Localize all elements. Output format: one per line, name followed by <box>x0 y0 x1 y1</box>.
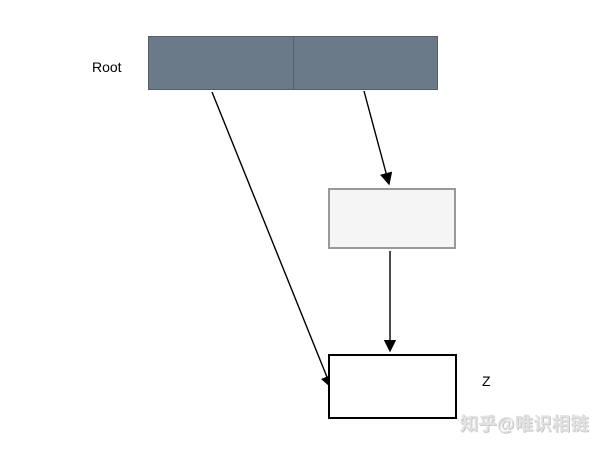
intermediate-node <box>328 188 456 249</box>
leaf-node-label: Z <box>482 373 491 389</box>
watermark: 知乎@唯识相链 <box>459 414 589 434</box>
arrow-root-left-cell-to-leaf <box>211 91 333 389</box>
root-cell-left <box>149 37 293 89</box>
root-cell-divider <box>292 37 294 89</box>
arrow-root-right-cell-to-intermediate <box>363 90 393 186</box>
leaf-node <box>328 354 457 419</box>
root-cell-right <box>294 37 438 89</box>
root-node-label: Root <box>92 59 122 75</box>
root-node <box>148 36 438 90</box>
